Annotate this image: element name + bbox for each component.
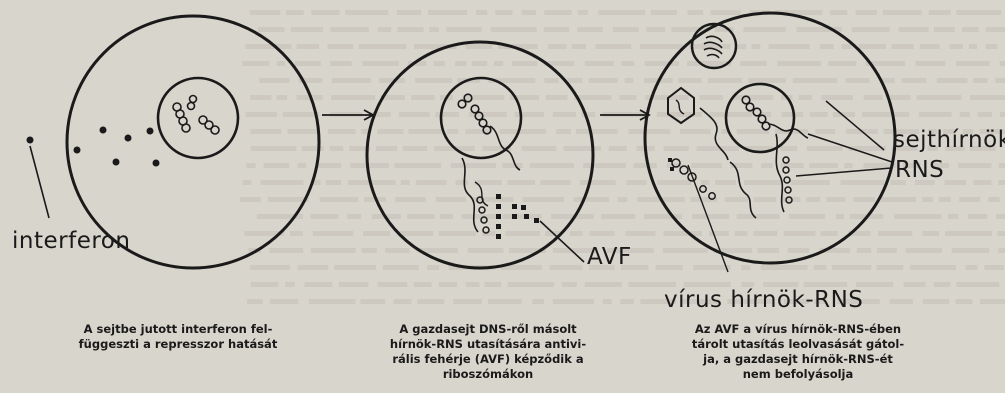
nucleus-3: [726, 84, 808, 152]
caption-2-line-4: riboszómákon: [345, 367, 631, 382]
caption-2-line-1: A gazdasejt DNS-ről másolt: [345, 322, 631, 337]
caption-2: A gazdasejt DNS-ről másolt hírnök-RNS ut…: [345, 322, 631, 382]
avf-label: AVF: [587, 244, 632, 270]
nucleus-1: [158, 78, 238, 158]
viral-capsid: [668, 88, 694, 123]
interferon-pointer: [30, 146, 49, 218]
caption-3-line-1: Az AVF a vírus hírnök-RNS-ében: [655, 322, 941, 337]
caption-3-line-3: ja, a gazdasejt hírnök-RNS-ét: [655, 352, 941, 367]
host-ribosomes-3: [783, 157, 792, 203]
avf-proteins: [496, 194, 539, 239]
sejthirnok-pointers: [796, 101, 892, 176]
virus-particle: [692, 24, 736, 68]
caption-2-line-3: rális fehérje (AVF) képződik a: [345, 352, 631, 367]
caption-1-line-2: függeszti a represszor hatását: [42, 337, 314, 352]
caption-3: Az AVF a vírus hírnök-RNS-ében tárolt ut…: [655, 322, 941, 382]
arrow-1: [322, 110, 373, 120]
arrow-2: [600, 110, 649, 120]
nucleus-2: [441, 78, 521, 170]
interferon-label: interferon: [12, 228, 130, 254]
virus-hirnok-rns-label: vírus hírnök-RNS: [664, 287, 863, 313]
interferon-dots-1: [27, 127, 160, 167]
sejthirnok-label: sejthírnök: [893, 127, 1005, 153]
caption-3-line-4: nem befolyásolja: [655, 367, 941, 382]
caption-1: A sejtbe jutott interferon fel- függeszt…: [42, 322, 314, 352]
cell-2: [367, 42, 593, 268]
viral-rna-pointer: [688, 165, 728, 272]
caption-1-line-1: A sejtbe jutott interferon fel-: [42, 322, 314, 337]
cell-3: [645, 13, 895, 272]
host-mrna-strand: [462, 158, 478, 232]
avf-pointer: [540, 221, 584, 262]
caption-3-line-2: tárolt utasítás leolvasását gátol-: [655, 337, 941, 352]
caption-2-line-2: hírnök-RNS utasítására antivi-: [345, 337, 631, 352]
viral-mrna-strand: [700, 108, 728, 160]
rns-label: RNS: [895, 157, 944, 183]
